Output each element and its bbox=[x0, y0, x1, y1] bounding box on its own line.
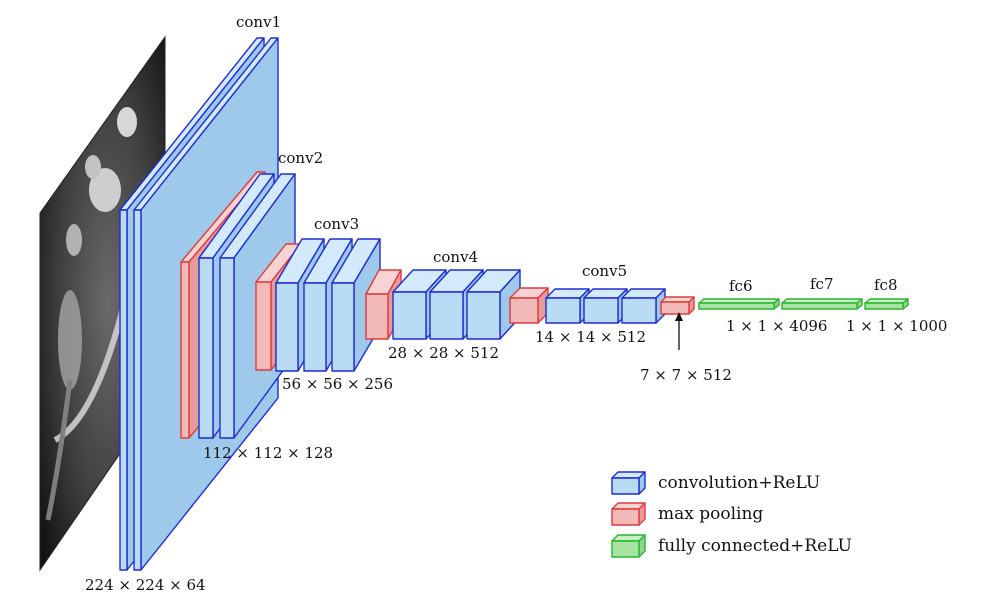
label-conv2: conv2 bbox=[278, 149, 323, 167]
dim-conv4: 28 × 28 × 512 bbox=[388, 344, 499, 362]
label-conv1: conv1 bbox=[236, 13, 281, 31]
dim-pool5: 7 × 7 × 512 bbox=[640, 366, 732, 384]
pool5-arrow bbox=[675, 312, 683, 350]
legend-label-conv: convolution+ReLU bbox=[658, 473, 820, 493]
conv5-block-2 bbox=[583, 288, 628, 324]
dim-conv2: 112 × 112 × 128 bbox=[203, 444, 333, 462]
dim-conv3: 56 × 56 × 256 bbox=[282, 375, 393, 393]
label-fc6: fc6 bbox=[729, 277, 753, 295]
legend-label-pool: max pooling bbox=[658, 504, 763, 524]
dim-conv5: 14 × 14 × 512 bbox=[535, 328, 646, 346]
fc8-block bbox=[864, 298, 909, 310]
pool4-block bbox=[509, 287, 549, 324]
label-conv4: conv4 bbox=[433, 248, 478, 266]
fc6-block bbox=[698, 298, 780, 310]
legend-label-fc: fully connected+ReLU bbox=[658, 536, 852, 556]
dim-conv1: 224 × 224 × 64 bbox=[85, 576, 206, 594]
dim-fc6-fc7: 1 × 1 × 4096 bbox=[726, 317, 827, 335]
label-fc7: fc7 bbox=[810, 275, 834, 293]
dim-fc8: 1 × 1 × 1000 bbox=[846, 317, 947, 335]
conv5-block-1 bbox=[545, 288, 590, 324]
pool5-block bbox=[660, 296, 695, 315]
legend-icon-conv bbox=[611, 471, 646, 495]
label-conv5: conv5 bbox=[582, 262, 627, 280]
conv5-block-3 bbox=[621, 288, 666, 324]
label-conv3: conv3 bbox=[314, 215, 359, 233]
legend-icon-fc bbox=[611, 534, 646, 558]
label-fc8: fc8 bbox=[874, 276, 898, 294]
layer-blocks bbox=[119, 37, 909, 571]
legend: convolution+ReLU max pooling fully conne… bbox=[611, 471, 852, 558]
fc7-block bbox=[781, 298, 863, 310]
legend-icon-pool bbox=[611, 502, 646, 526]
